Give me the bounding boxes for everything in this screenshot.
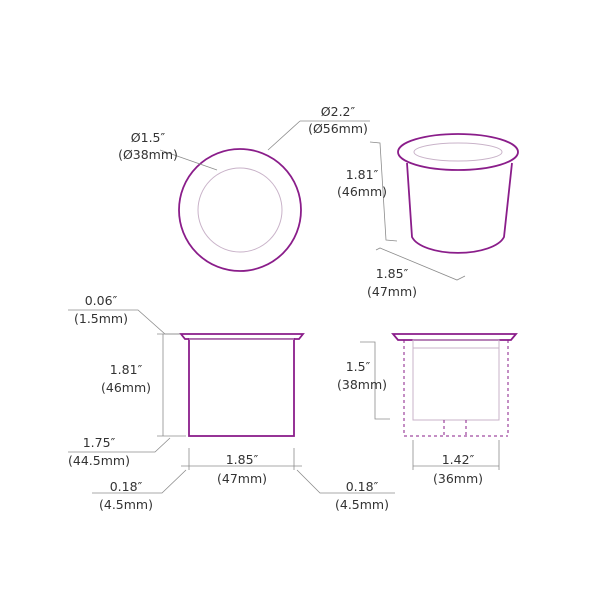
inner-diameter-mm: (Ø38mm) [118, 147, 178, 162]
perspective-view: 1.81″ (46mm) 1.85″ (47mm) [337, 133, 519, 299]
overhang-right-mm: (4.5mm) [335, 497, 389, 512]
body-height-mm: (44.5mm) [68, 453, 130, 468]
body-width-inch: 1.85″ [226, 452, 259, 467]
body-height-inch: 1.75″ [83, 435, 116, 450]
perspective-width-mm: (47mm) [367, 284, 417, 299]
perspective-width-inch: 1.85″ [376, 266, 409, 281]
perspective-opening [413, 142, 503, 162]
perspective-body [406, 162, 513, 254]
perspective-height-mm: (46mm) [337, 184, 387, 199]
outer-diameter-inch: Ø2.2″ [321, 104, 356, 119]
overhang-right-inch: 0.18″ [346, 479, 379, 494]
inner-diameter-inch: Ø1.5″ [131, 130, 166, 145]
side-view: 0.06″ (1.5mm) 1.81″ (46mm) 1.75″ (44.5mm… [68, 293, 395, 512]
top-view-outer-rim [178, 148, 302, 272]
overhang-left-inch: 0.18″ [110, 479, 143, 494]
inner-width-inch: 1.42″ [442, 452, 475, 467]
section-view-flange [391, 333, 518, 341]
side-view-flange [179, 333, 305, 340]
section-inner-cavity [412, 339, 500, 421]
section-view: 1.5″ (38mm) 1.42″ (36mm) [337, 333, 518, 486]
inner-width-mm: (36mm) [433, 471, 483, 486]
top-view: Ø1.5″ (Ø38mm) Ø2.2″ (Ø56mm) [118, 104, 370, 272]
perspective-height-dim [369, 141, 398, 242]
inner-depth-dim [360, 341, 390, 420]
outer-diameter-leader [267, 120, 301, 151]
inner-depth-mm: (38mm) [337, 377, 387, 392]
total-height-mm: (46mm) [101, 380, 151, 395]
side-view-body [188, 338, 295, 437]
perspective-flange [397, 133, 519, 171]
perspective-width-dim [375, 247, 466, 281]
inner-depth-inch: 1.5″ [346, 359, 371, 374]
body-width-mm: (47mm) [217, 471, 267, 486]
top-view-inner-opening [197, 167, 283, 253]
flange-thickness-mm: (1.5mm) [74, 311, 128, 326]
outer-diameter-mm: (Ø56mm) [308, 121, 368, 136]
overhang-left-leader [92, 469, 187, 494]
flange-thickness-inch: 0.06″ [85, 293, 118, 308]
total-height-inch: 1.81″ [110, 362, 143, 377]
body-height-leader [68, 437, 171, 453]
overhang-right-leader [296, 469, 395, 494]
perspective-height-inch: 1.81″ [346, 167, 379, 182]
overhang-left-mm: (4.5mm) [99, 497, 153, 512]
inner-diameter-leader [159, 149, 218, 171]
